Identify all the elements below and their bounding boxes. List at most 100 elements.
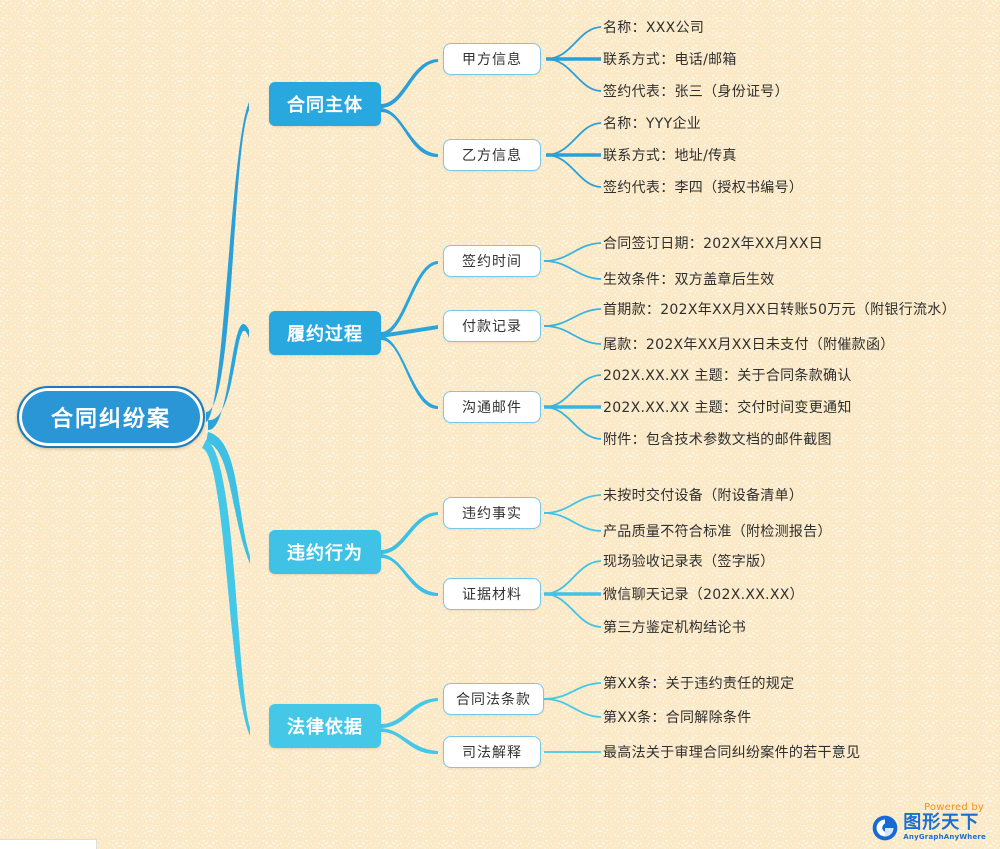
leaf-label: 签约代表：李四（授权书编号） [603, 180, 804, 196]
leaf-label: 最高法关于审理合同纠纷案件的若干意见 [603, 745, 861, 761]
leaf-label: 附件：包含技术参数文档的邮件截图 [603, 432, 832, 448]
edge-sub-leaf [545, 26, 602, 60]
sub-node-2-3[interactable]: 沟通邮件 [443, 391, 541, 423]
leaf-node[interactable]: 第XX条：关于违约责任的规定 [603, 672, 794, 694]
leaf-label: 第XX条：关于违约责任的规定 [603, 676, 795, 692]
edge-sub-leaf [543, 325, 602, 345]
branch-node-1-label: 合同主体 [287, 95, 363, 116]
edge-root-branch-1 [206, 102, 249, 422]
leaf-label: 联系方式：电话/邮箱 [603, 52, 737, 68]
leaf-node[interactable]: 联系方式：电话/邮箱 [603, 48, 737, 70]
leaf-node[interactable]: 合同签订日期：202X年XX月XX日 [603, 232, 823, 254]
root-node-label: 合同纠纷案 [50, 407, 171, 432]
edge-sub-leaf [543, 560, 602, 595]
sub-node-2-2-label: 付款记录 [462, 319, 522, 335]
leaf-label: 生效条件：双方盖章后生效 [603, 272, 775, 288]
leaf-node[interactable]: 附件：包含技术参数文档的邮件截图 [603, 428, 832, 450]
leaf-label: 联系方式：地址/传真 [603, 148, 737, 164]
leaf-node[interactable]: 联系方式：地址/传真 [603, 144, 737, 166]
leaf-label: 第XX条：合同解除条件 [603, 710, 752, 726]
edge-branch1-sub1 [381, 59, 438, 108]
leaf-label: 202X.XX.XX 主题：交付时间变更通知 [603, 400, 852, 416]
leaf-node[interactable]: 首期款：202X年XX月XX日转账50万元（附银行流水） [603, 298, 956, 320]
leaf-node[interactable]: 签约代表：张三（身份证号） [603, 80, 789, 102]
edge-branch3-sub2 [381, 554, 438, 597]
leaf-node[interactable]: 现场验收记录表（签字版） [603, 550, 775, 572]
leaf-node[interactable]: 名称：YYY企业 [603, 112, 701, 134]
edge-branch2-sub3 [381, 336, 438, 410]
leaf-node[interactable]: 签约代表：李四（授权书编号） [603, 176, 803, 198]
sub-node-2-1[interactable]: 签约时间 [443, 245, 541, 277]
leaf-node[interactable]: 202X.XX.XX 主题：交付时间变更通知 [603, 396, 852, 418]
root-node[interactable]: 合同纠纷案 [17, 386, 205, 448]
sub-node-3-2-label: 证据材料 [462, 587, 522, 603]
leaf-label: 首期款：202X年XX月XX日转账50万元（附银行流水） [603, 302, 956, 318]
leaf-label: 产品质量不符合标准（附检测报告） [603, 524, 832, 540]
branch-node-3-label: 违约行为 [287, 543, 363, 564]
sub-node-1-1[interactable]: 甲方信息 [443, 43, 541, 75]
watermark-brand-en: AnyGraphAnyWhere [903, 833, 986, 841]
sub-node-3-1[interactable]: 违约事实 [443, 497, 541, 529]
leaf-node[interactable]: 第三方鉴定机构结论书 [603, 616, 746, 638]
leaf-node[interactable]: 第XX条：合同解除条件 [603, 706, 751, 728]
leaf-node[interactable]: 未按时交付设备（附设备清单） [603, 484, 803, 506]
horizontal-scrollbar-track[interactable] [0, 839, 97, 849]
edge-sub-leaf [545, 122, 602, 156]
sub-node-1-1-label: 甲方信息 [462, 52, 522, 68]
leaf-label: 微信聊天记录（202X.XX.XX） [603, 587, 804, 603]
leaf-label: 尾款：202X年XX月XX日未支付（附催款函） [603, 337, 895, 353]
leaf-label: 第三方鉴定机构结论书 [603, 620, 746, 636]
branch-node-4[interactable]: 法律依据 [269, 704, 381, 748]
sub-node-3-2[interactable]: 证据材料 [443, 578, 541, 610]
leaf-node[interactable]: 最高法关于审理合同纠纷案件的若干意见 [603, 741, 860, 763]
leaf-node[interactable]: 名称：XXX公司 [603, 16, 704, 38]
branch-node-2[interactable]: 履约过程 [269, 311, 381, 355]
edge-branch1-sub2 [381, 108, 438, 158]
sub-node-4-1[interactable]: 合同法条款 [443, 683, 544, 715]
sub-node-4-2-label: 司法解释 [462, 745, 522, 761]
edge-sub-leaf [543, 593, 602, 628]
sub-node-2-2[interactable]: 付款记录 [443, 310, 541, 342]
edge-root-branch-2 [208, 324, 249, 431]
branch-node-3[interactable]: 违约行为 [269, 530, 381, 574]
watermark: Powered by 图形天下 AnyGraphAnyWhere [872, 802, 986, 841]
leaf-label: 未按时交付设备（附设备清单） [603, 488, 804, 504]
edge-sub-leaf [543, 260, 602, 280]
leaf-node[interactable]: 产品质量不符合标准（附检测报告） [603, 520, 832, 542]
leaf-node[interactable]: 尾款：202X年XX月XX日未支付（附催款函） [603, 333, 895, 355]
edge-sub-leaf [545, 154, 602, 188]
edge-branch2-sub2 [381, 325, 438, 338]
leaf-label: 名称：XXX公司 [603, 20, 705, 36]
leaf-label: 合同签订日期：202X年XX月XX日 [603, 236, 824, 252]
leaf-node[interactable]: 202X.XX.XX 主题：关于合同条款确认 [603, 364, 852, 386]
edge-sub-leaf [543, 242, 602, 262]
leaf-node[interactable]: 微信聊天记录（202X.XX.XX） [603, 583, 804, 605]
watermark-brand-cn: 图形天下 [903, 812, 980, 833]
leaf-label: 名称：YYY企业 [603, 116, 702, 132]
sub-node-1-2-label: 乙方信息 [462, 148, 522, 164]
leaf-node[interactable]: 生效条件：双方盖章后生效 [603, 268, 775, 290]
leaf-label: 现场验收记录表（签字版） [603, 554, 775, 570]
edge-sub-leaf [543, 512, 602, 532]
edge-sub-leaf [543, 308, 602, 327]
sub-node-1-2[interactable]: 乙方信息 [443, 139, 541, 171]
edge-root-branch-4 [202, 440, 250, 736]
edge-sub-leaf [543, 494, 602, 514]
edge-sub-leaf [545, 58, 602, 92]
branch-node-2-label: 履约过程 [287, 324, 363, 345]
branch-node-1[interactable]: 合同主体 [269, 82, 381, 126]
brand-logo-icon [872, 815, 898, 840]
sub-node-3-1-label: 违约事实 [462, 506, 522, 522]
edge-branch3-sub1 [381, 512, 438, 554]
sub-node-2-1-label: 签约时间 [462, 254, 522, 270]
leaf-label: 202X.XX.XX 主题：关于合同条款确认 [603, 368, 852, 384]
sub-node-4-2[interactable]: 司法解释 [443, 736, 541, 768]
edge-sub-leaf [543, 406, 602, 440]
branch-node-4-label: 法律依据 [287, 717, 363, 738]
leaf-label: 签约代表：张三（身份证号） [603, 84, 789, 100]
edge-sub-leaf [543, 682, 602, 700]
edge-branch4-sub1 [381, 698, 438, 728]
sub-node-2-3-label: 沟通邮件 [462, 400, 522, 416]
sub-node-4-1-label: 合同法条款 [456, 692, 531, 708]
